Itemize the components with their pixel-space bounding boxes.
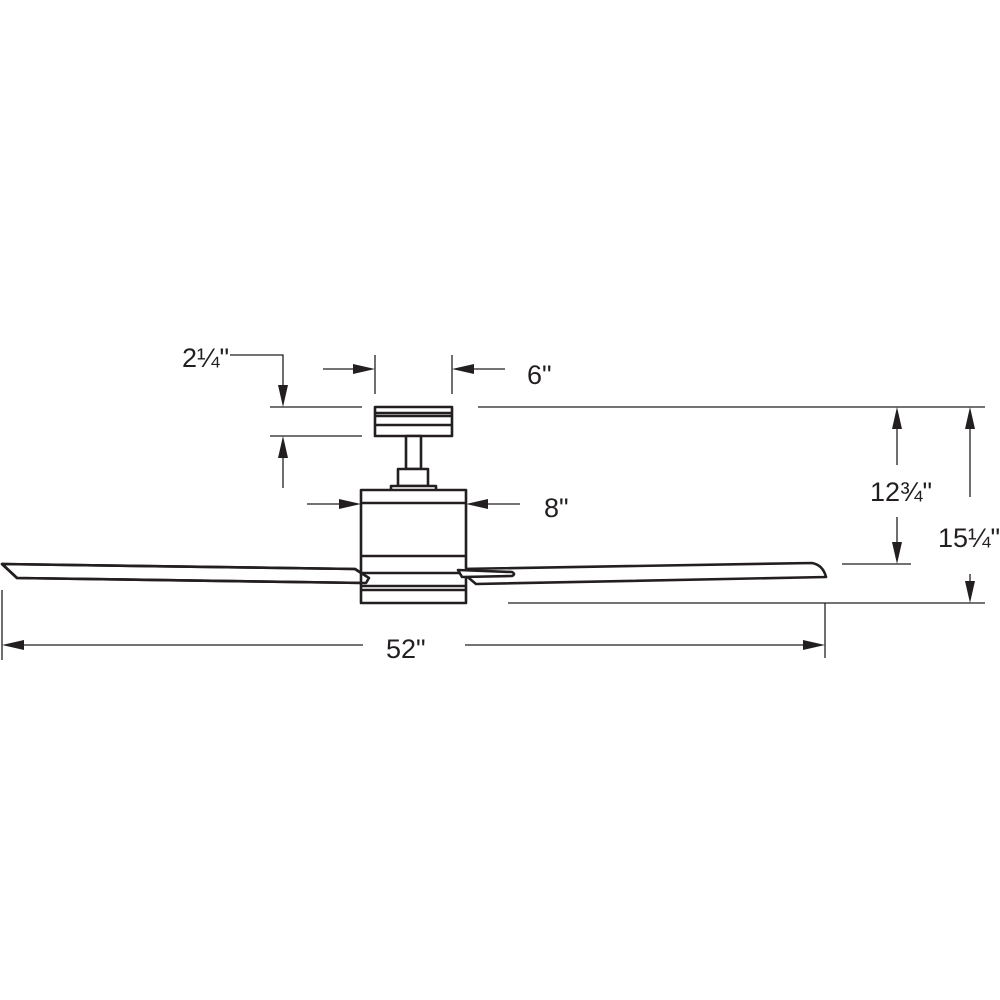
label-overall-height: 15¼" [938, 523, 1000, 553]
fan-drawing [0, 405, 828, 605]
dim-ceiling-to-blade: 12¾" [870, 407, 932, 564]
dim-canopy-height: 2¼" [182, 343, 288, 488]
dim-canopy-width: 6" [323, 360, 552, 390]
label-motor-width: 8" [544, 493, 569, 523]
dim-blade-span: 52" [2, 634, 825, 664]
right-blade [456, 561, 828, 586]
label-canopy-width: 6" [527, 360, 552, 390]
label-canopy-height: 2¼" [182, 343, 229, 373]
motor-housing [359, 488, 468, 605]
coupler [396, 467, 430, 488]
blade-iron [456, 568, 516, 579]
downrod [404, 434, 423, 471]
dim-overall-height: 15¼" [938, 407, 1000, 603]
dim-motor-width: 8" [307, 493, 569, 523]
extension-lines [1, 355, 985, 660]
label-blade-span: 52" [386, 634, 426, 664]
canopy [373, 405, 454, 438]
label-ceiling-to-blade: 12¾" [870, 477, 932, 507]
